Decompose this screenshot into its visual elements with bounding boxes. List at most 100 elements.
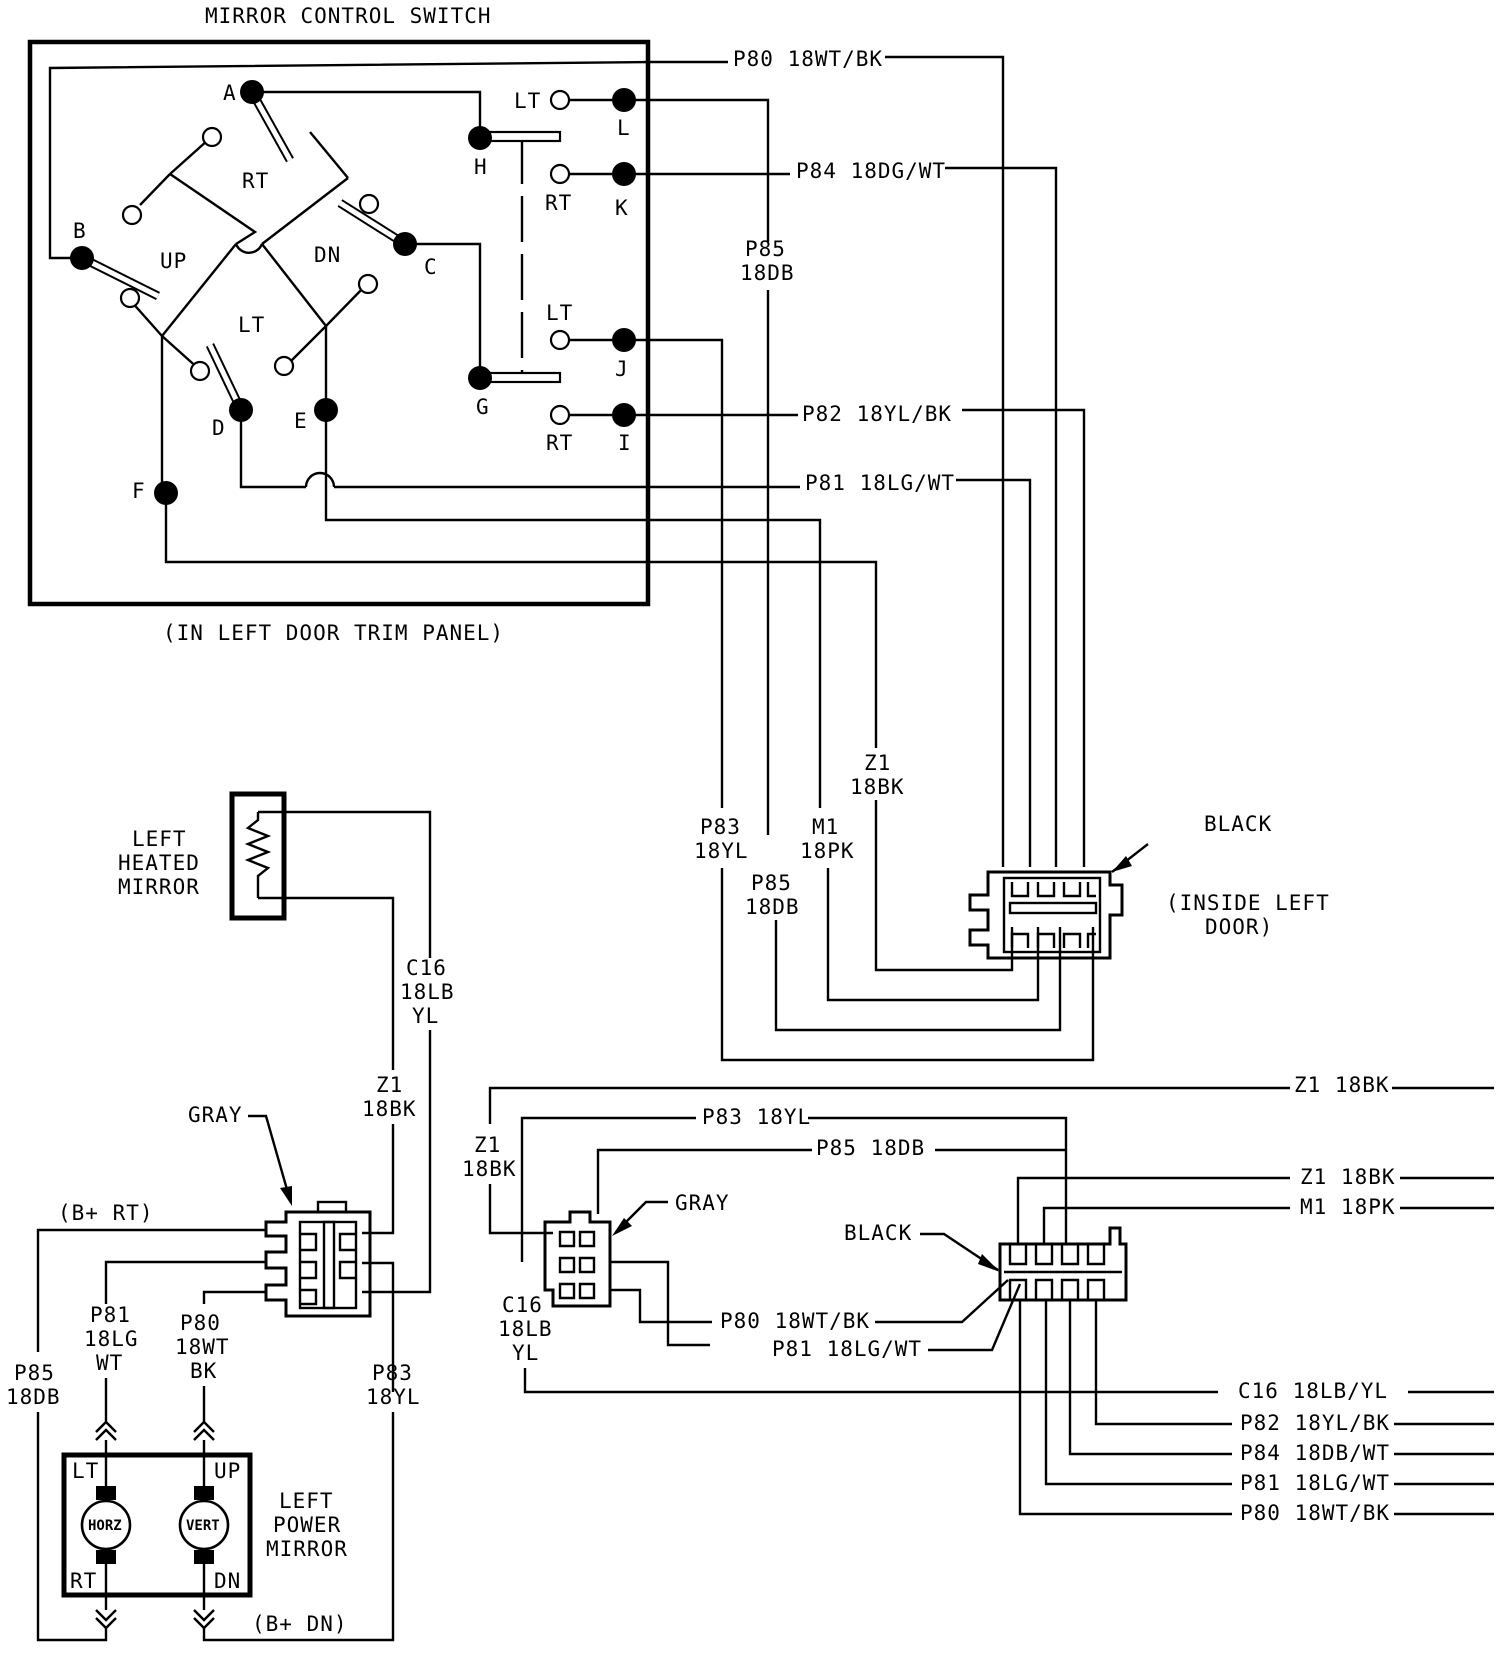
wire-p80-right-end (875, 1279, 1009, 1324)
label-p83-1: P83 (700, 815, 741, 839)
label-b-dn: (B+ DN) (252, 1612, 348, 1636)
label-b: B (73, 219, 87, 243)
label-m1-right: M1 18PK (1300, 1195, 1396, 1219)
label-power-mirror-1: LEFT (279, 1489, 334, 1513)
chevron-down-dn (193, 1609, 215, 1630)
label-p83-right: P83 18YL (702, 1105, 811, 1129)
wire-p81-crossover (304, 471, 336, 488)
lever-h (478, 130, 562, 143)
label-c16-2: 18LB (400, 980, 455, 1004)
label-c16-right-3: YL (512, 1341, 539, 1365)
label-h: H (474, 155, 488, 179)
label-p83-left-2: 18YL (366, 1385, 421, 1409)
label-c: C (424, 255, 438, 279)
arrow-gray-left (248, 1114, 292, 1201)
label-black-right: BLACK (844, 1221, 912, 1245)
wire-up-contact (139, 173, 171, 206)
label-j: J (615, 357, 629, 381)
label-inside-door-1: (INSIDE LEFT (1166, 891, 1330, 915)
label-p81-left-2: 18LG (84, 1327, 139, 1351)
label-p81-list: P81 18LG/WT (1240, 1471, 1390, 1495)
wire-lt-left (161, 243, 237, 337)
label-heated-2: HEATED (118, 851, 200, 875)
wire-p81-right-end (928, 1283, 1022, 1352)
chevron-up-p80 (193, 1420, 215, 1441)
motor-vert-brush-bottom (194, 1550, 214, 1564)
wire-p80-right (610, 1288, 712, 1324)
contact-up-lower-open (119, 287, 141, 309)
label-horz: HORZ (88, 1518, 122, 1534)
label-p81-left-3: WT (96, 1351, 123, 1375)
wire-a-h (252, 90, 482, 138)
label-contact-rt-k: RT (545, 191, 572, 215)
label-z1h-2: 18BK (362, 1097, 417, 1121)
contact-dn-open (357, 273, 379, 295)
wire-m1-bottom (826, 868, 1040, 1002)
label-pos-rt: RT (242, 169, 269, 193)
label-g: G (476, 395, 490, 419)
contact-dn-upper-open (358, 193, 380, 215)
label-c16-3: YL (412, 1004, 439, 1028)
connector-gray-left (264, 1200, 372, 1318)
label-z1-1: Z1 (864, 751, 891, 775)
connector-black-top (968, 870, 1124, 960)
wire-z1-heated (258, 896, 395, 1070)
wire-p81 (956, 478, 1032, 867)
label-p80-list: P80 18WT/BK (1240, 1501, 1390, 1525)
label-motor-lt: LT (72, 1459, 99, 1483)
contact-rt-open (201, 126, 223, 148)
switch-location: (IN LEFT DOOR TRIM PANEL) (163, 621, 504, 645)
wire-m1-top (324, 410, 822, 808)
label-b-rt: (B+ RT) (58, 1201, 154, 1225)
label-p85-right: P85 18DB (816, 1136, 925, 1160)
label-m1-1: M1 (812, 815, 839, 839)
wire-dn-link (309, 131, 349, 179)
wire-d-p81 (239, 410, 306, 489)
wire-c-g (405, 242, 482, 378)
label-black-top: BLACK (1204, 812, 1272, 836)
label-z1-left-2: 18BK (462, 1157, 517, 1181)
label-pos-lt: LT (238, 313, 265, 337)
label-c16-right-2: 18LB (498, 1317, 553, 1341)
terminal-a (240, 80, 264, 104)
wire-z1-top-right (488, 1086, 1290, 1124)
label-pos-dn: DN (314, 243, 341, 267)
contact-rt-i (549, 404, 571, 426)
label-k: K (615, 196, 629, 220)
label-f: F (132, 479, 146, 503)
label-c16-1: C16 (406, 956, 447, 980)
wire-switch-b-feed (48, 60, 651, 260)
label-p83-2: 18YL (694, 839, 749, 863)
terminal-b (70, 246, 94, 270)
power-mirror-box (61, 1452, 253, 1598)
label-p81: P81 18LG/WT (805, 471, 955, 495)
heated-mirror-box (229, 791, 287, 921)
wire-lt-right (261, 243, 327, 327)
label-heated-1: LEFT (132, 827, 187, 851)
switch-title: MIRROR CONTROL SWITCH (205, 4, 492, 28)
wire-p83-bottom (720, 868, 1095, 1062)
motor-horz-icon (80, 1499, 132, 1551)
terminal-g (468, 366, 492, 390)
label-p84-list: P84 18DB/WT (1240, 1441, 1390, 1465)
wire-p80-list (1018, 1300, 1232, 1516)
label-e: E (294, 409, 308, 433)
label-a: A (223, 81, 237, 105)
label-power-mirror-3: MIRROR (266, 1537, 348, 1561)
wire-p84 (945, 166, 1058, 867)
label-c16-list: C16 18LB/YL (1238, 1379, 1388, 1403)
wire-p82 (962, 408, 1086, 867)
wire-p85-top (624, 98, 770, 242)
label-p80-left-1: P80 (180, 1311, 221, 1335)
chevron-down-rt (95, 1609, 117, 1630)
terminal-h (468, 126, 492, 150)
label-c16-right-1: C16 (502, 1293, 543, 1317)
label-motor-rt: RT (70, 1569, 97, 1593)
wire-p83-top (624, 338, 724, 808)
wire-z1-top (164, 493, 878, 748)
lever-g (478, 371, 562, 384)
contact-lt-j (549, 329, 571, 351)
wire-p81-list (1044, 1300, 1232, 1486)
wire-diamond-2 (261, 177, 349, 245)
